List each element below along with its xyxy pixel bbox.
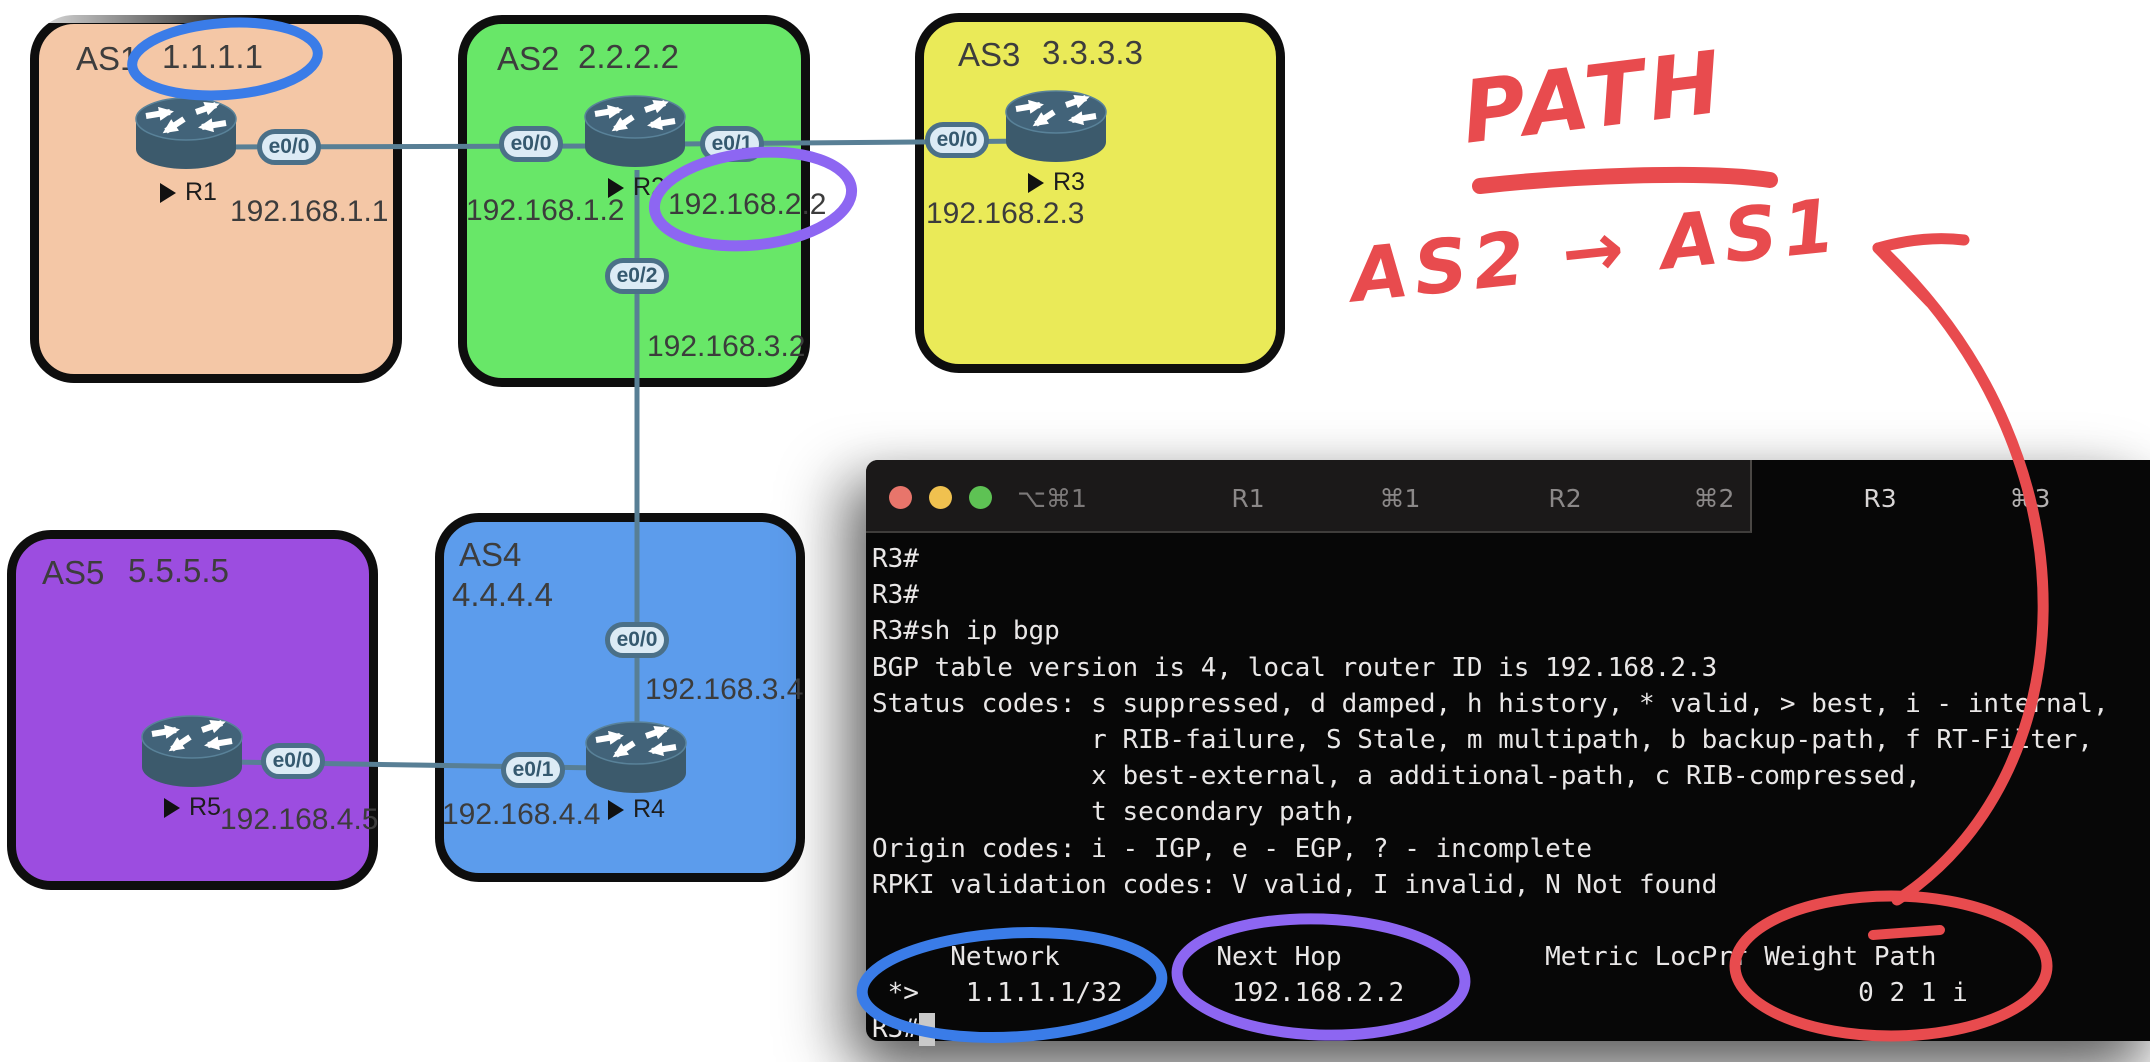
play-icon [608,177,624,198]
terminal-line: R3# [872,544,919,574]
router-r5-name: R5 [164,793,221,822]
red-arrow-barb-right [1872,233,1970,254]
as4-label: AS4 [459,536,522,573]
terminal-line: r RIB-failure, S Stale, m multipath, b b… [872,724,2093,755]
terminal-output[interactable]: R3# R3# R3#sh ip bgp BGP table version i… [872,541,2144,1048]
terminal-line: R3# [872,580,919,611]
router-r1-name: R1 [160,178,217,207]
as3-label: AS3 [958,36,1021,73]
path-annotation-title: PATH [1456,32,1732,164]
terminal-tabbar [866,460,1752,533]
zoom-button[interactable] [969,486,992,509]
terminal-line: Status codes: s suppressed, d damped, h … [872,688,2109,719]
terminal-line: RPKI validation codes: V valid, I invali… [872,869,1718,900]
router-r3-name: R3 [1028,168,1085,197]
port-badge-r2-e00: e0/0 [499,126,563,162]
as4-ip-top: 192.168.3.4 [645,673,804,706]
terminal-prompt: R3# [872,1014,919,1045]
terminal-line [872,903,2144,939]
as-path-annotation: AS2 → AS1 [1346,182,1845,320]
as2-ip-right: 192.168.2.2 [668,188,827,221]
tab-r2-shortcut: ⌘2 [1693,484,1735,513]
terminal-line: R3#sh ip bgp [872,616,1060,647]
as2-ip-bottom: 192.168.3.2 [647,330,806,363]
path-underline [1472,166,1778,194]
terminal-bgp-route-row: *> 1.1.1.1/32 192.168.2.2 0 2 1 i [872,978,1968,1009]
play-icon [1028,172,1044,193]
desktop-strip-fade [0,0,260,23]
as1-label: AS1 [76,40,139,77]
tab-r2-label[interactable]: R2 [1548,484,1582,513]
terminal-line: x best-external, a additional-path, c RI… [872,761,1921,792]
terminal-window[interactable]: ⌥⌘1 R1 ⌘1 R2 ⌘2 R3 ⌘3 R3# R3# R3#sh ip b… [866,460,2150,1046]
terminal-cursor [919,1013,935,1046]
tab-r3-shortcut: ⌘3 [2009,484,2051,513]
router-r4-name: R4 [608,795,665,824]
play-icon [164,797,180,818]
as1-ip: 192.168.1.1 [230,195,389,228]
terminal-line: Origin codes: i - IGP, e - EGP, ? - inco… [872,833,1593,864]
as5-router-id: 5.5.5.5 [128,552,229,589]
port-badge-r4-e01: e0/1 [501,752,565,788]
as5-label: AS5 [42,554,105,591]
terminal-line: BGP table version is 4, local router ID … [872,652,1718,683]
port-badge-r2-e02: e0/2 [605,258,669,294]
as4-ip-bottom: 192.168.4.4 [442,798,601,831]
window-shortcut: ⌥⌘1 [1017,484,1087,513]
as5-ip: 192.168.4.5 [220,803,379,836]
router-r5-icon[interactable] [140,711,244,789]
router-r1-icon[interactable] [134,93,238,171]
router-r2-icon[interactable] [583,91,687,169]
router-r4-icon[interactable] [584,717,688,795]
minimize-button[interactable] [929,486,952,509]
as2-router-id: 2.2.2.2 [578,38,679,75]
as3-box [915,13,1285,373]
as3-ip: 192.168.2.3 [926,197,1085,230]
tab-r1-label[interactable]: R1 [1231,484,1265,513]
tab-r3-label[interactable]: R3 [1863,484,1897,513]
router-r3-icon[interactable] [1004,86,1108,164]
close-button[interactable] [889,486,912,509]
as4-box [435,513,805,882]
port-badge-r2-e01: e0/1 [700,126,764,162]
port-badge-r1-e00: e0/0 [257,129,321,165]
port-badge-r5-e00: e0/0 [261,743,325,779]
as3-router-id: 3.3.3.3 [1042,34,1143,71]
tab-r1-shortcut: ⌘1 [1379,484,1421,513]
play-icon [160,182,176,203]
as4-router-id: 4.4.4.4 [452,576,553,613]
as2-label: AS2 [497,40,560,77]
as5-box [7,530,378,890]
port-badge-r3-e00: e0/0 [925,122,989,158]
play-icon [608,799,624,820]
terminal-line: t secondary path, [872,797,1358,828]
terminal-table-header: Network Next Hop Metric LocPrf Weight Pa… [872,942,1937,973]
as2-ip-left: 192.168.1.2 [466,194,625,227]
port-badge-r4-e00: e0/0 [605,622,669,658]
red-arrow-barb-down [1872,242,1936,308]
as1-router-id: 1.1.1.1 [162,38,263,75]
